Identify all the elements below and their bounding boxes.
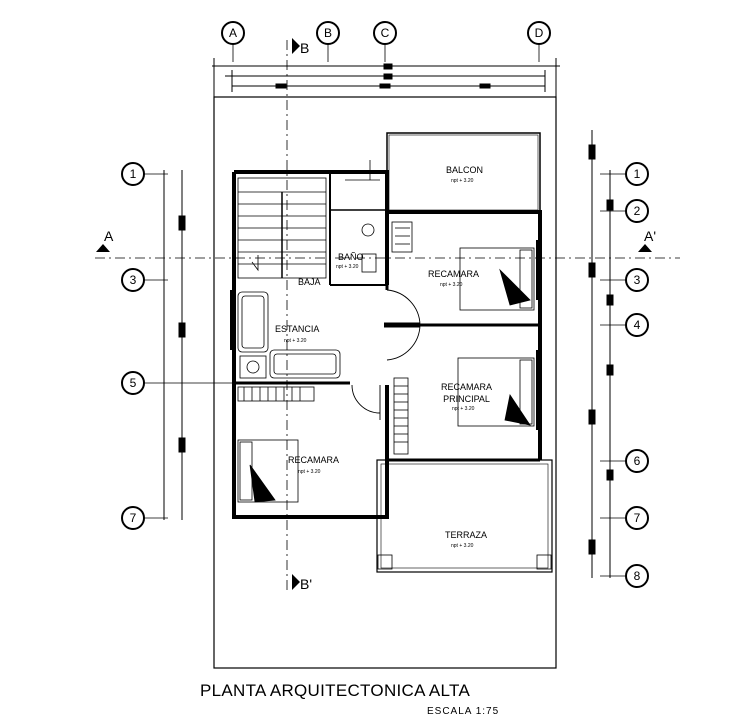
room-label-bano: BAÑO [338,252,364,262]
balcony-outline [386,132,541,213]
room-level-recamara-2: npt + 3.20 [298,469,321,475]
room-level-terraza: npt + 3.20 [451,543,474,549]
exterior-walls [232,170,542,519]
grid-number-right-7: 7 [633,511,641,525]
stairs [237,177,327,279]
room-level-balcon: npt + 3.20 [451,178,474,184]
section-mark-a-prime: A' [644,228,657,244]
drawing-title: PLANTA ARQUITECTONICA ALTA [200,681,471,700]
room-label-recamara-principal: RECAMARA PRINCIPAL [441,382,493,404]
grid-number-right-3: 3 [633,273,641,287]
grid-number-right-2: 2 [633,204,641,218]
room-label-recamara-2: RECAMARA [288,455,340,465]
top-dimension-lines [212,58,560,97]
closets [237,377,409,455]
grid-letter-d: D [534,26,544,40]
interior-walls [234,172,540,385]
grid-letter-c: C [380,26,390,40]
room-label-estancia: ESTANCIA [275,324,320,334]
section-b-prime-arrow [292,574,300,590]
grid-number-left-1: 1 [129,167,137,181]
grid-number-left-5: 5 [129,376,137,390]
section-mark-b: B [300,40,310,56]
grid-number-right-1: 1 [633,167,641,181]
left-dimension-lines [163,170,186,520]
room-level-recamara-1: npt + 3.20 [440,282,463,288]
grid-number-left-7: 7 [129,511,137,525]
grid-number-left-3: 3 [129,273,137,287]
room-label-balcon: BALCON [446,165,484,175]
grid-number-right-6: 6 [633,454,641,468]
section-b-arrow [292,38,300,54]
bathroom-fixtures [345,160,413,273]
grid-number-right-4: 4 [633,318,641,332]
room-level-bano: npt + 3.20 [336,264,359,270]
grid-number-right-8: 8 [633,569,641,583]
room-label-terraza: TERRAZA [445,530,488,540]
window-marks [230,240,542,519]
terrace-outline [376,459,553,573]
section-a-prime-arrow [638,244,652,252]
right-dimension-lines [588,130,614,578]
drawing-scale: ESCALA 1:75 [427,706,500,717]
room-level-estancia: npt + 3.20 [284,338,307,344]
beds [237,247,535,503]
section-a-arrow [96,244,110,252]
room-level-recamara-principal: npt + 3.20 [452,406,475,412]
door-swings [351,289,421,420]
living-furniture [237,291,341,379]
grid-letter-a: A [228,26,237,40]
room-label-baja: BAJA [298,277,321,287]
lot-boundary [213,96,557,669]
room-label-recamara-1: RECAMARA [428,269,480,279]
section-mark-a: A [104,228,114,244]
section-mark-b-prime: B' [300,576,313,592]
grid-letter-b: B [323,26,332,40]
